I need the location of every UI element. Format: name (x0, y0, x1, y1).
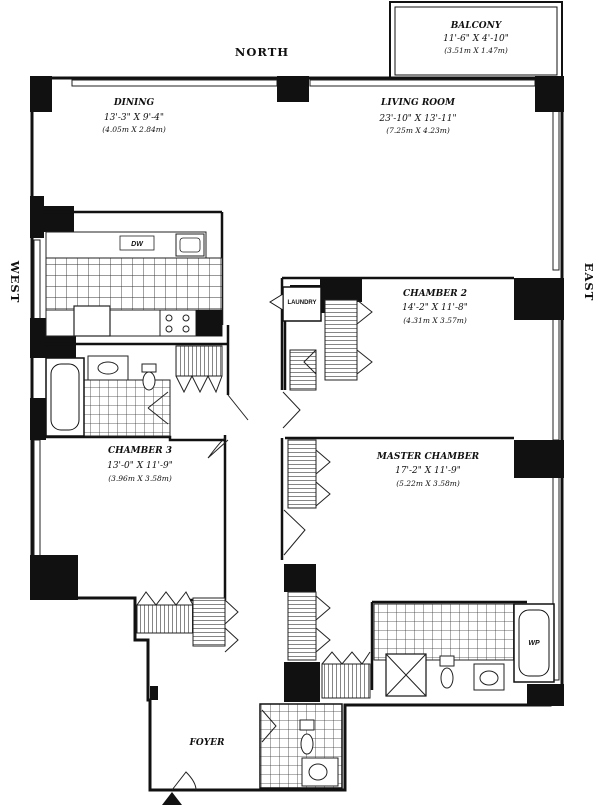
dining-dim: 13'-3" X 9'-4" (104, 113, 164, 123)
kitchen (45, 231, 223, 337)
chamber3-label: CHAMBER 3 13'-0" X 11'-9" (3.96m X 3.58m… (107, 446, 173, 483)
north-label: NORTH (235, 45, 289, 59)
powder-room (259, 703, 343, 789)
entry-arrow (162, 792, 182, 805)
closets (136, 299, 371, 699)
chamber3-metric: (3.96m X 3.58m) (108, 474, 172, 483)
dining-metric: (4.05m X 2.84m) (102, 125, 166, 134)
chamber3-dim: 13'-0" X 11'-9" (107, 461, 173, 471)
dw-label: DW (131, 241, 144, 248)
master-bath (373, 603, 555, 697)
master-dim: 17'-2" X 11'-9" (395, 466, 461, 476)
balcony-dim: 11'-6" X 4'-10" (443, 34, 509, 44)
laundry-closet (269, 286, 322, 322)
living-metric: (7.25m X 4.23m) (386, 126, 450, 135)
laundry-label: LAUNDRY (287, 300, 316, 306)
balcony-label: BALCONY 11'-6" X 4'-10" (3.51m X 1.47m) (443, 21, 509, 55)
chamber3-name: CHAMBER 3 (108, 446, 172, 456)
chamber2-name: CHAMBER 2 (403, 289, 467, 299)
balcony-outline (389, 1, 563, 79)
columns (30, 76, 564, 706)
balcony-metric: (3.51m X 1.47m) (444, 46, 508, 55)
living-dim: 23'-10" X 13'-11" (378, 114, 456, 124)
dining-label: DINING 13'-3" X 9'-4" (4.05m X 2.84m) (102, 98, 166, 134)
master-name: MASTER CHAMBER (376, 452, 480, 462)
living-name: LIVING ROOM (380, 98, 456, 108)
east-label: EAST (582, 263, 595, 302)
chamber2-metric: (4.31m X 3.57m) (403, 316, 467, 325)
dining-name: DINING (113, 98, 155, 108)
bath-west (45, 355, 171, 437)
master-metric: (5.22m X 3.58m) (396, 479, 460, 488)
foyer-name: FOYER (189, 738, 226, 748)
master-label: MASTER CHAMBER 17'-2" X 11'-9" (5.22m X … (376, 452, 480, 488)
doors (171, 391, 306, 791)
west-label: WEST (8, 260, 22, 304)
closet-doors (136, 299, 373, 665)
balcony-name: BALCONY (450, 21, 503, 31)
chamber2-dim: 14'-2" X 11'-8" (402, 303, 468, 313)
chamber2-label: CHAMBER 2 14'-2" X 11'-8" (4.31m X 3.57m… (402, 289, 468, 325)
wp-label: WP (528, 640, 540, 647)
living-label: LIVING ROOM 23'-10" X 13'-11" (7.25m X 4… (378, 98, 456, 135)
